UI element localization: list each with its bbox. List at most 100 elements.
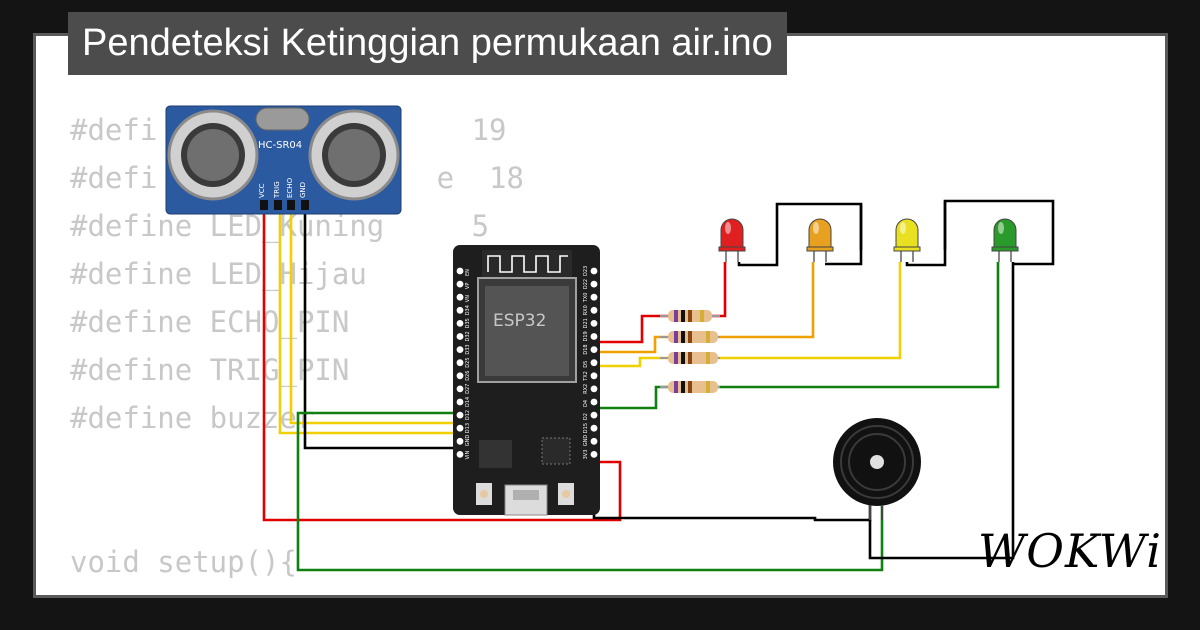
esp32-pin-d26[interactable] bbox=[456, 372, 464, 380]
code-line: #defi e 18 bbox=[70, 161, 524, 195]
led-orange[interactable] bbox=[806, 218, 834, 262]
esp32-pin-label: D32 bbox=[465, 331, 471, 341]
esp32-pin-label: RX0 bbox=[583, 305, 589, 315]
esp32-pin-d21[interactable] bbox=[590, 320, 598, 327]
wire-gnd-black bbox=[303, 205, 458, 450]
wire-led-gnd-1 bbox=[737, 202, 863, 267]
esp32-pin-tx0[interactable] bbox=[590, 293, 598, 301]
esp32-pin-label: D22 bbox=[583, 279, 589, 289]
esp32-pin-label: 3V3 bbox=[583, 450, 589, 460]
wire-buzzer-black bbox=[592, 453, 872, 522]
wire-led-gnd-2 bbox=[905, 199, 1055, 267]
esp32-pin-d14[interactable] bbox=[456, 398, 464, 406]
sensor-pin-vcc: VCC bbox=[258, 183, 266, 198]
antenna-trace bbox=[487, 255, 568, 273]
code-line: #define LED_Hijau bbox=[70, 257, 367, 291]
wire-led-orange-2 bbox=[718, 262, 815, 339]
esp32-pin-label: VIN bbox=[465, 451, 471, 460]
esp32-pin-d15[interactable] bbox=[590, 424, 598, 432]
esp32-pin-d27[interactable] bbox=[456, 385, 464, 393]
esp32-pin-label: D15 bbox=[583, 423, 589, 433]
wire-led-green-2 bbox=[718, 262, 1000, 389]
esp32-pin-d13[interactable] bbox=[456, 424, 464, 432]
esp32-pin-d2[interactable] bbox=[590, 411, 598, 419]
esp32-pin-label: D13 bbox=[465, 423, 471, 433]
wires bbox=[262, 199, 1055, 572]
wire-led-red-2 bbox=[710, 262, 727, 318]
esp32-pin-label: D35 bbox=[465, 318, 471, 328]
esp32-left-pins: ENVPVND34D35D32D33D25D26D27D14D12D13GNDV… bbox=[456, 267, 471, 460]
sensor-header-pins bbox=[260, 200, 309, 210]
sensor-transducer-left bbox=[167, 109, 259, 201]
esp32-pin-label: D34 bbox=[465, 305, 471, 315]
esp32-pin-en[interactable] bbox=[456, 267, 464, 275]
esp32-pin-d5[interactable] bbox=[590, 359, 598, 367]
sensor-pin-labels: VCC TRIG ECHO GND bbox=[258, 177, 307, 199]
esp32-pin-label: D33 bbox=[465, 344, 471, 354]
esp32-pin-d32[interactable] bbox=[456, 333, 464, 340]
page-title: Pendeteksi Ketinggian permukaan air.ino bbox=[68, 12, 787, 75]
sensor-transducer-right bbox=[308, 109, 400, 201]
esp32-pin-gnd[interactable] bbox=[456, 437, 464, 445]
led-red[interactable] bbox=[718, 218, 746, 262]
esp32-pin-d19[interactable] bbox=[590, 333, 598, 340]
esp32-pin-label: D12 bbox=[465, 410, 471, 420]
esp32-pin-d23[interactable] bbox=[590, 267, 598, 275]
esp32-pin-vp[interactable] bbox=[456, 280, 464, 288]
wire-led-green bbox=[594, 385, 680, 410]
code-background: #defi 19#defi e 18#define LED_Kuning 5#d… bbox=[70, 106, 524, 595]
esp32-pin-label: EN bbox=[465, 269, 471, 276]
wokwi-logo: WOKWi bbox=[978, 524, 1162, 578]
esp32-pin-rx2[interactable] bbox=[590, 385, 598, 393]
resistor-orange-led bbox=[660, 331, 720, 343]
esp32-pin-label: TX0 bbox=[583, 293, 589, 304]
sensor-pin-echo: ECHO bbox=[286, 177, 294, 198]
esp32-pin-3v3[interactable] bbox=[590, 451, 598, 458]
resistor-red-led bbox=[660, 310, 720, 322]
esp32-pin-label: D25 bbox=[465, 357, 471, 367]
esp32-pin-d18[interactable] bbox=[590, 346, 598, 353]
esp32-pin-label: VN bbox=[465, 295, 471, 302]
esp32-pin-label: GND bbox=[465, 435, 471, 447]
esp32-pin-label: D14 bbox=[465, 397, 471, 407]
esp32-pin-label: GND bbox=[583, 435, 589, 447]
code-line: void setup(){ bbox=[70, 545, 297, 579]
esp32-pin-d22[interactable] bbox=[590, 280, 598, 288]
wire-led-orange bbox=[594, 335, 680, 354]
resistors[interactable] bbox=[660, 310, 720, 393]
sensor-model-label: HC-SR04 bbox=[258, 140, 302, 151]
esp32-pin-tx2[interactable] bbox=[590, 372, 598, 380]
esp32-pin-label: D4 bbox=[583, 400, 589, 407]
esp32-pin-gnd[interactable] bbox=[590, 437, 598, 445]
wire-ground-bus bbox=[868, 262, 1015, 560]
esp32-pin-label: D2 bbox=[583, 413, 589, 420]
leds[interactable] bbox=[718, 218, 1019, 262]
esp32-pin-vin[interactable] bbox=[456, 451, 464, 458]
esp32-pin-label: D18 bbox=[583, 344, 589, 354]
esp32-pin-label: RX2 bbox=[583, 384, 589, 394]
esp32-pin-d4[interactable] bbox=[590, 398, 598, 406]
esp32-pin-d33[interactable] bbox=[456, 346, 464, 353]
sensor-pin-gnd: GND bbox=[299, 182, 307, 198]
led-yellow[interactable] bbox=[893, 218, 921, 262]
esp32-pin-label: D26 bbox=[465, 371, 471, 381]
esp32-pin-rx0[interactable] bbox=[590, 306, 598, 314]
esp32-right-pins: D23D22TX0RX0D21D19D18D5TX2RX2D4D2D15GND3… bbox=[583, 266, 598, 460]
esp32-pin-d12[interactable] bbox=[456, 411, 464, 419]
esp32-pin-label: D19 bbox=[583, 331, 589, 341]
ultrasonic-sensor[interactable]: HC-SR04 VCC TRIG ECHO GND bbox=[165, 105, 402, 215]
esp32-pin-label: TX2 bbox=[583, 371, 589, 382]
esp32-pin-label: D5 bbox=[583, 361, 589, 368]
esp32-board[interactable]: ESP32 ENVPVND34D35D32D33D25D26D27D14D12D… bbox=[453, 245, 600, 516]
wire-vcc-red bbox=[262, 205, 622, 522]
esp32-pin-label: D27 bbox=[465, 384, 471, 394]
esp32-pin-d25[interactable] bbox=[456, 359, 464, 367]
esp32-pin-d34[interactable] bbox=[456, 306, 464, 314]
wire-led-yellow bbox=[594, 356, 680, 368]
buzzer[interactable] bbox=[833, 418, 921, 520]
esp32-pin-vn[interactable] bbox=[456, 293, 464, 301]
esp32-pin-d35[interactable] bbox=[456, 320, 464, 327]
led-green[interactable] bbox=[991, 218, 1019, 262]
chip-label: ESP32 bbox=[493, 311, 546, 331]
